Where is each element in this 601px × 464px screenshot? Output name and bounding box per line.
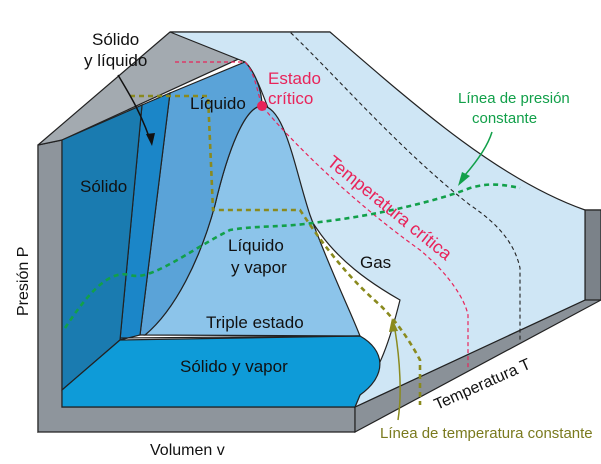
constant-temperature-arrowhead — [389, 318, 398, 332]
block-right-face — [584, 209, 601, 301]
constant-pressure-arrowhead — [458, 172, 470, 186]
critical-point — [257, 101, 267, 111]
solid-vapor-region — [61, 335, 381, 408]
label-liquid-vapor-1: Líquido — [228, 236, 284, 255]
label-constant-pressure-2: constante — [472, 110, 537, 127]
constant-temperature-pointer — [394, 329, 401, 421]
constant-pressure-pointer — [464, 131, 493, 176]
label-solid: Sólido — [80, 177, 127, 196]
label-liquid-vapor-2: y vapor — [231, 258, 287, 277]
label-solid-liquid-1: Sólido — [92, 30, 139, 49]
label-solid-vapor: Sólido y vapor — [180, 357, 288, 376]
solid-liquid-arrowhead — [146, 133, 155, 146]
label-critical-state-2: crítico — [268, 89, 313, 108]
label-liquid: Líquido — [190, 94, 246, 113]
isotherm-1 — [228, 31, 521, 340]
label-gas: Gas — [360, 253, 391, 272]
label-constant-temperature: Línea de temperatura constante — [380, 425, 593, 442]
label-solid-liquid-2: y líquido — [84, 51, 147, 70]
label-constant-pressure-1: Línea de presión — [458, 90, 570, 107]
label-triple-state: Triple estado — [206, 313, 304, 332]
solid-liquid-pointer — [117, 74, 151, 141]
critical-isotherm — [175, 61, 469, 370]
label-critical-state-1: Estado — [268, 69, 321, 88]
constant-pressure-line — [63, 183, 521, 329]
liquid-region — [139, 61, 263, 336]
label-volume-axis: Volumen v — [150, 442, 225, 459]
label-pressure-axis: Presión P — [15, 247, 32, 316]
constant-temperature-line — [130, 94, 422, 405]
triple-line — [119, 335, 361, 339]
